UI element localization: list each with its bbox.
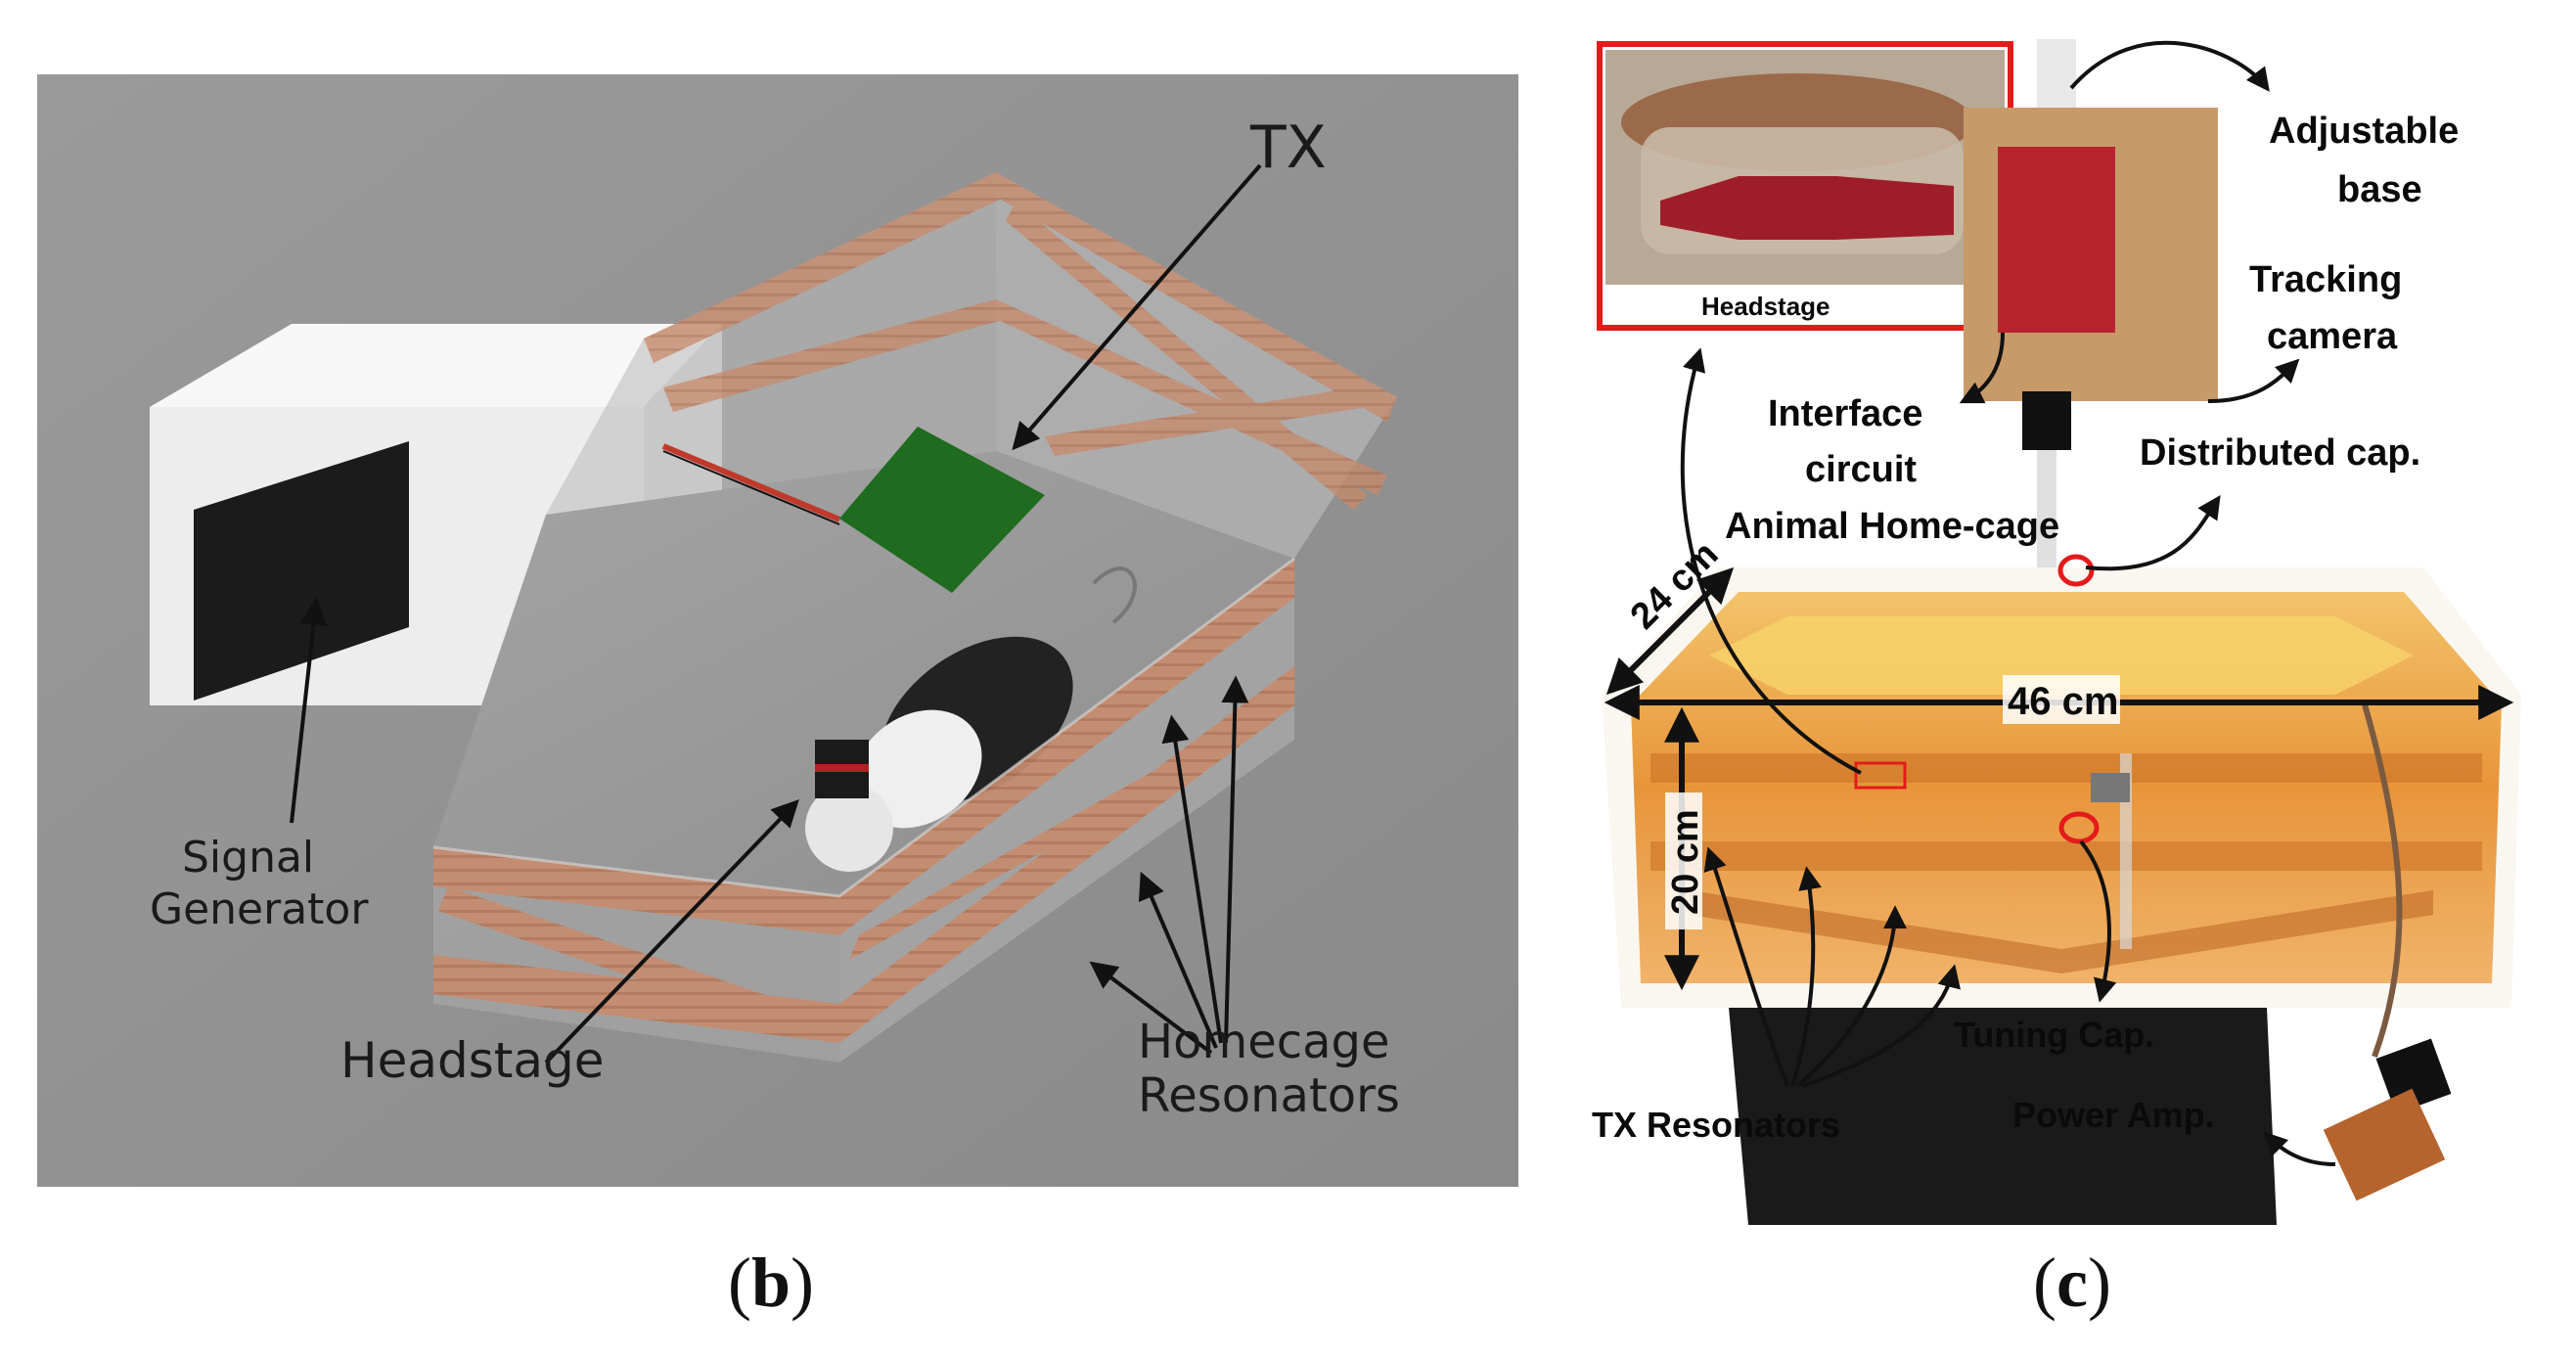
power-amp-board xyxy=(2323,703,2452,1201)
headstage-inset-arrow xyxy=(1680,347,1862,775)
resonator-arrow-2 xyxy=(1138,871,1218,1049)
tx-resonator-arrow-4 xyxy=(1801,964,1961,1088)
tx-pad xyxy=(839,427,1045,593)
panel-b-svg: TX Signal Generator Headstage Homecage R… xyxy=(37,74,1518,1187)
tracking-camera-label-line2: camera xyxy=(2267,316,2398,357)
tx-arrow xyxy=(1012,163,1262,451)
headstage-arrow xyxy=(544,798,799,1064)
tx-cable xyxy=(661,443,841,522)
homecage-resonators-label-line1: Homecage xyxy=(1138,1015,1390,1069)
caption-c-letter: c xyxy=(2056,1244,2088,1322)
inset-headstage-label: Headstage xyxy=(1701,292,1830,321)
tx-label: TX xyxy=(1249,113,1327,182)
distributed-cap-marker xyxy=(2057,554,2095,587)
power-amp-label: Power Amp. xyxy=(2012,1095,2215,1135)
interface-circuit-arrow xyxy=(1959,332,2005,404)
resonator-arrow-1 xyxy=(1089,961,1213,1055)
distributed-cap-arrow xyxy=(2085,495,2221,571)
power-amp-arrow xyxy=(2263,1131,2336,1166)
signal-generator-label-line2: Generator xyxy=(150,884,369,934)
homecage-resonator-bands-front xyxy=(433,559,1294,1043)
tx-resonators-label: TX Resonators xyxy=(1592,1105,1840,1145)
interface-circuit-label-line1: Interface xyxy=(1768,393,1922,434)
panel-b-illustration: TX Signal Generator Headstage Homecage R… xyxy=(37,74,1518,1187)
tracking-camera-label-line1: Tracking xyxy=(2249,259,2402,300)
panel-c-svg: Headstage xyxy=(1592,29,2541,1225)
tuning-cap-arrow xyxy=(2079,839,2117,1003)
animal-homecage-label: Animal Home-cage xyxy=(1725,506,2059,547)
distributed-cap-label: Distributed cap. xyxy=(2140,432,2420,474)
homecage-resonator-bands-back xyxy=(644,172,1397,510)
tx-resonator-arrow-3 xyxy=(1795,905,1907,1088)
adjustable-base-board xyxy=(1964,39,2218,567)
cage-floor xyxy=(433,451,1294,896)
caption-c: (c) xyxy=(2033,1244,2111,1322)
tuning-cap-marker xyxy=(2058,811,2100,844)
signal-generator-label-line1: Signal xyxy=(182,833,314,883)
headstage-label: Headstage xyxy=(340,1032,605,1089)
adjustable-base-label-line2: base xyxy=(2337,169,2422,210)
resonator-arrow-3 xyxy=(1161,714,1223,1044)
caption-b-letter: b xyxy=(750,1244,791,1322)
tx-resonator-base xyxy=(1729,1008,2277,1225)
tracking-camera-arrow xyxy=(2207,358,2300,403)
interface-circuit-board xyxy=(1998,147,2115,333)
caption-b: (b) xyxy=(728,1244,815,1322)
tx-resonator-arrow-2 xyxy=(1790,866,1822,1087)
dim-20-label: 20 cm xyxy=(1665,809,1706,915)
headstage-in-cage xyxy=(2091,773,2130,802)
signal-generator-arrow xyxy=(290,597,328,824)
headstage-inset: Headstage xyxy=(1597,41,2013,331)
dim-46-label: 46 cm xyxy=(2008,680,2118,723)
tracking-camera xyxy=(2022,391,2071,450)
adjustable-base-label-line1: Adjustable xyxy=(2269,111,2459,152)
interface-circuit-label-line2: circuit xyxy=(1805,449,1917,490)
panel-c-photo: Headstage xyxy=(1592,29,2541,1225)
generator-screen xyxy=(194,441,409,701)
adjustable-base-arrow xyxy=(2069,40,2270,92)
tuning-cap-label: Tuning Cap. xyxy=(1954,1015,2154,1055)
depth-dimension-arrow xyxy=(1605,566,1735,696)
tx-resonator-arrow-1 xyxy=(1703,846,1789,1087)
resonator-arrow-4 xyxy=(1221,675,1249,1044)
homecage-resonators-label-line2: Resonators xyxy=(1138,1068,1400,1123)
